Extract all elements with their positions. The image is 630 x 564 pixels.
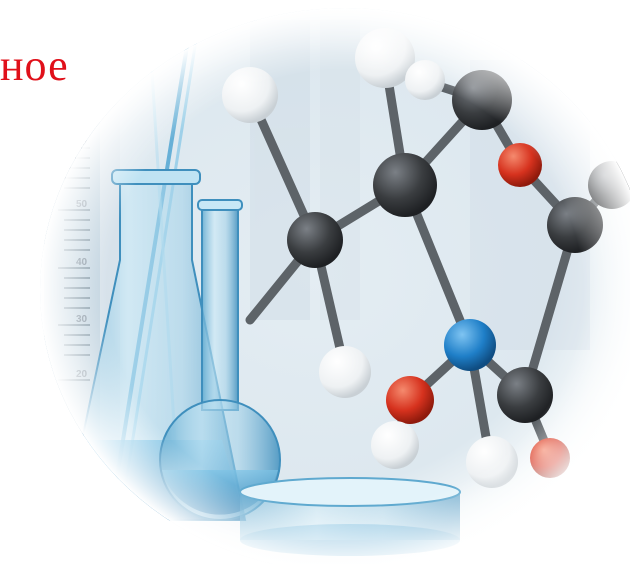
caption-text: ное (0, 41, 69, 90)
